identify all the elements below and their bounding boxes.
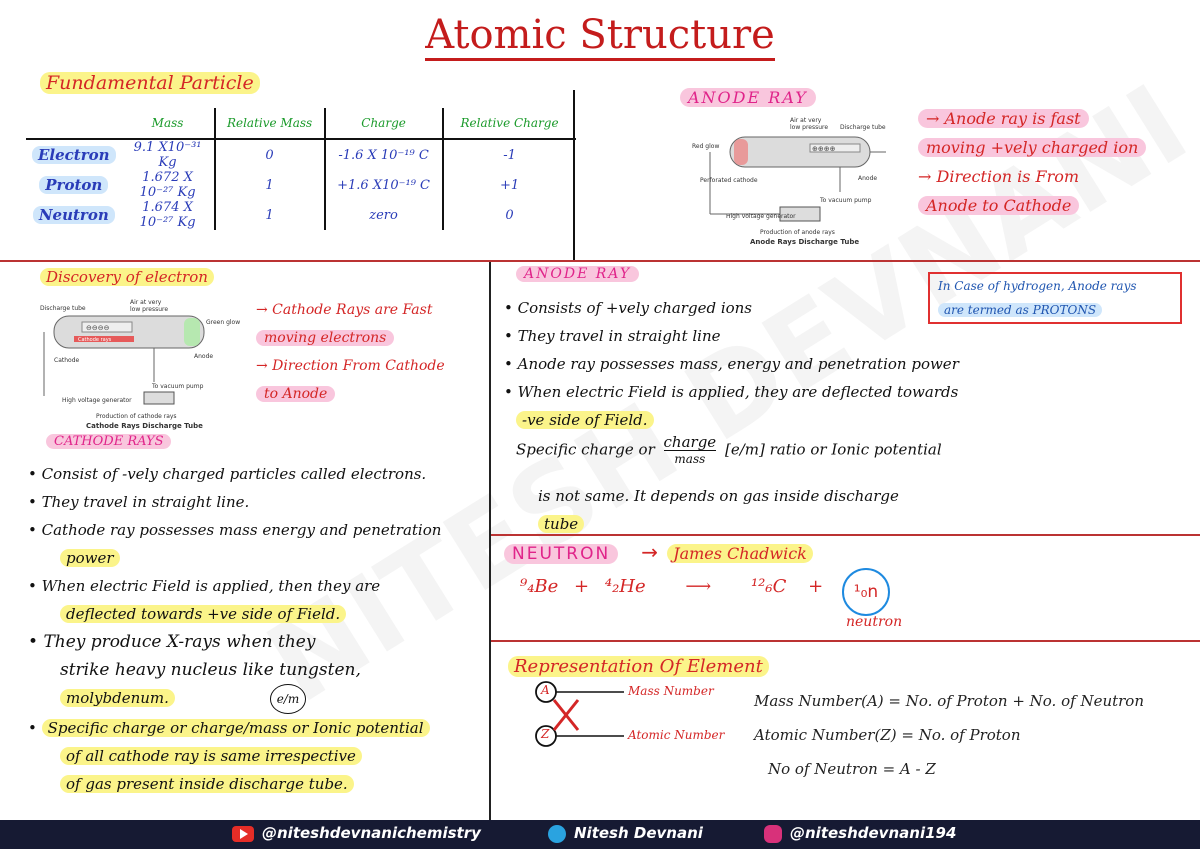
list-item: • When electric Field is applied, then t…	[28, 577, 381, 595]
representation-equations: Mass Number(A) = No. of Proton + No. of …	[754, 692, 1144, 778]
footer-bar: @niteshdevnanichemistry Nitesh Devnani @…	[0, 820, 1200, 849]
neutron-heading: NEUTRON	[504, 544, 619, 564]
list-item: • Specific charge or charge/mass or Ioni…	[28, 714, 478, 742]
horizontal-divider-representation	[491, 640, 1200, 642]
list-item: • They travel in straight line.	[28, 493, 250, 511]
fig-label: Green glow	[206, 319, 240, 326]
fundamental-table: Mass Relative Mass Charge Relative Charg…	[26, 108, 576, 230]
list-item: deflected towards +ve side of Field.	[28, 600, 478, 628]
mid-divider-vertical	[489, 262, 491, 820]
fig-label: To vacuum pump	[819, 197, 872, 204]
fig-label: Anode	[858, 175, 877, 182]
youtube-link[interactable]: @niteshdevnanichemistry	[232, 824, 481, 842]
list-item: tube	[504, 510, 1024, 538]
anode-ray-diagram: Air at very low pressure Discharge tube …	[692, 117, 886, 246]
neutron-label: neutron	[846, 614, 903, 630]
fig-label: Air at very	[790, 117, 822, 124]
instagram-icon	[764, 824, 782, 843]
fig-label: low pressure	[790, 124, 828, 131]
list-item: -ve side of Field.	[504, 406, 1024, 434]
symbol-a: A	[541, 683, 550, 697]
hydrogen-note-box: In Case of hydrogen, Anode rays are term…	[928, 272, 1182, 324]
fig-label: High voltage generator	[726, 213, 796, 220]
list-item: • Consist of -vely charged particles cal…	[28, 465, 427, 483]
fig-label: Cathode rays	[78, 337, 112, 343]
neutron-section: NEUTRON → James Chadwick	[504, 540, 1194, 640]
fundamental-heading: Fundamental Particle	[40, 72, 260, 94]
atomic-number-label: Atomic Number	[628, 728, 725, 742]
list-item: • They travel in straight line	[504, 327, 721, 345]
col-relative-charge: Relative Charge	[442, 108, 576, 140]
top-divider-vertical	[573, 90, 575, 260]
list-item: • When electric Field is applied, they a…	[504, 383, 959, 401]
col-charge: Charge	[324, 108, 444, 140]
fig-label: To vacuum pump	[151, 383, 204, 390]
symbol-z: Z	[541, 727, 550, 741]
list-item: is not same. It depends on gas inside di…	[538, 487, 899, 505]
table-row: Proton 1.672 X 10⁻²⁷ Kg 1 +1.6 X10⁻¹⁹ C …	[26, 170, 576, 200]
neutron-reaction: ⁹₄Be + ⁴₂He ⟶ ¹²₆C +	[520, 576, 824, 597]
discovery-notes: → Cathode Rays are Fast moving electrons…	[256, 302, 445, 402]
neutron-symbol: ¹₀n	[842, 568, 890, 616]
instagram-link[interactable]: @niteshdevnani194	[764, 824, 956, 843]
list-item: of all cathode ray is same irrespective	[28, 742, 478, 770]
discovery-heading: Discovery of electron	[40, 268, 214, 286]
horizontal-divider-neutron	[491, 534, 1200, 536]
list-item: • Cathode ray possesses mass energy and …	[28, 521, 442, 539]
telegram-link[interactable]: Nitesh Devnani	[548, 824, 703, 843]
page-title: Atomic Structure	[0, 12, 1200, 61]
fig-label: Cathode	[54, 357, 80, 364]
anode-top-notes: → Anode ray is fast moving +vely charged…	[918, 104, 1147, 220]
svg-text:⊕⊕⊕⊕: ⊕⊕⊕⊕	[812, 145, 835, 153]
fig-caption: Production of cathode rays	[96, 413, 177, 420]
table-row: Neutron 1.674 X 10⁻²⁷ Kg 1 zero 0	[26, 200, 576, 230]
anode-top-heading: ANODE RAY	[680, 88, 816, 107]
col-relative-mass: Relative Mass	[214, 108, 326, 140]
fig-label: High voltage generator	[62, 397, 132, 404]
representation-diagram	[535, 681, 624, 747]
fig-label: Discharge tube	[840, 124, 886, 131]
neutron-discoverer: James Chadwick	[667, 544, 813, 563]
horizontal-divider	[0, 260, 1200, 262]
fig-label: Red glow	[692, 143, 719, 150]
telegram-icon	[548, 824, 566, 843]
anode-main-points: • Consists of +vely charged ions • They …	[504, 294, 1024, 538]
representation-heading: Representation Of Element	[508, 656, 769, 677]
fig-caption: Production of anode rays	[760, 229, 835, 236]
cathode-points: • Consist of -vely charged particles cal…	[28, 460, 478, 798]
list-item: strike heavy nucleus like tungsten,	[60, 660, 361, 680]
svg-text:⊖⊖⊖⊖: ⊖⊖⊖⊖	[86, 324, 109, 332]
em-symbol: e/m	[269, 684, 307, 714]
list-item: power	[28, 544, 478, 572]
fig-label: Air at very	[130, 299, 162, 306]
list-item: • They produce X-rays when they	[28, 632, 316, 652]
neutron-arrow: →	[641, 540, 659, 564]
list-item: • Consists of +vely charged ions	[504, 299, 752, 317]
youtube-icon	[232, 825, 254, 842]
fig-label: Anode	[194, 353, 213, 360]
fig-label: Perforated cathode	[700, 177, 758, 184]
list-item: molybdenum. e/m	[28, 684, 478, 714]
cathode-heading: CATHODE RAYS	[46, 434, 172, 449]
list-item: Specific charge or charge mass [e/m] rat…	[516, 433, 942, 466]
mass-number-label: Mass Number	[628, 684, 714, 698]
fig-caption: Cathode Rays Discharge Tube	[86, 422, 203, 430]
fig-label: Discharge tube	[40, 305, 86, 312]
fig-caption: Anode Rays Discharge Tube	[750, 238, 859, 246]
cathode-ray-diagram: Discharge tube Air at very low pressure …	[40, 299, 240, 430]
list-item: of gas present inside discharge tube.	[28, 770, 478, 798]
anode-main-heading: ANODE RAY	[516, 266, 640, 282]
table-row: Electron 9.1 X10⁻³¹ Kg 0 -1.6 X 10⁻¹⁹ C …	[26, 139, 576, 170]
list-item: • Anode ray possesses mass, energy and p…	[504, 355, 959, 373]
fig-label: low pressure	[130, 306, 168, 313]
col-mass: Mass	[121, 108, 216, 140]
